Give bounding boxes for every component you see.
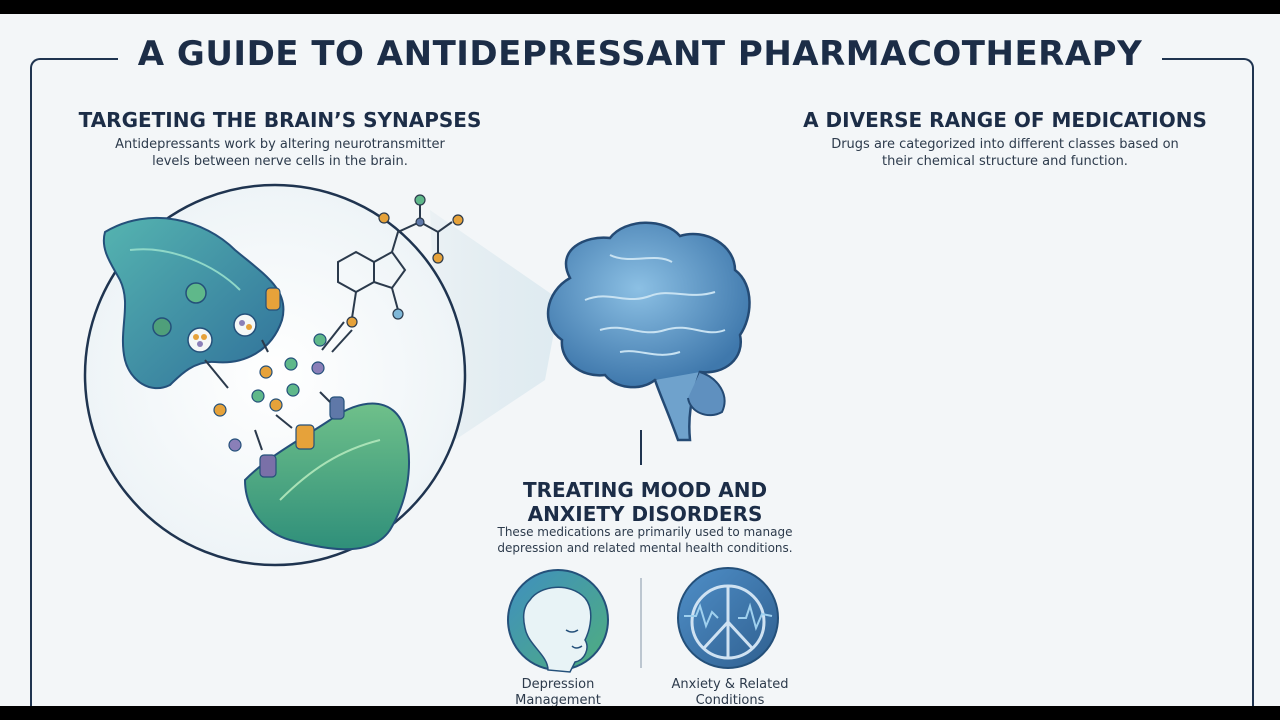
- vesicle: [233, 313, 257, 337]
- vesicle: [152, 317, 172, 337]
- postsynaptic-neuron: [243, 402, 411, 551]
- letterbox-bottom: [0, 706, 1280, 720]
- receptor-protein: [329, 396, 345, 420]
- synapse-heading: TARGETING THE BRAIN’S SYNAPSES: [78, 108, 482, 132]
- synapse-description-line1: Antidepressants work by altering neurotr…: [115, 137, 445, 152]
- use-label-anxiety-line2: Conditions: [695, 693, 765, 708]
- synapse-description-line2: levels between nerve cells in the brain.: [152, 154, 408, 169]
- receptor-protein: [259, 454, 277, 478]
- medications-description-line1: Drugs are categorized into different cla…: [831, 137, 1179, 152]
- use-label-anxiety: Anxiety & Related Conditions: [655, 677, 805, 709]
- treating-heading-line1: TREATING MOOD AND: [522, 478, 768, 502]
- use-label-depression-line2: Management: [515, 693, 601, 708]
- treating-description: These medications are primarily used to …: [470, 524, 820, 556]
- use-label-depression: Depression Management: [498, 677, 618, 709]
- title-container: A GUIDE TO ANTIDEPRESSANT PHARMACOTHERAP…: [0, 34, 1280, 74]
- brain-illustration-icon: [546, 221, 751, 442]
- medications-heading: A DIVERSE RANGE OF MEDICATIONS: [803, 108, 1207, 132]
- treating-heading-line2: ANXIETY DISORDERS: [527, 502, 763, 526]
- page-title: A GUIDE TO ANTIDEPRESSANT PHARMACOTHERAP…: [117, 34, 1163, 74]
- treating-heading: TREATING MOOD AND ANXIETY DISORDERS: [480, 478, 810, 526]
- use-label-depression-line1: Depression: [521, 677, 595, 692]
- treating-description-line2: depression and related mental health con…: [497, 541, 793, 555]
- medications-description-line2: their chemical structure and function.: [882, 154, 1128, 169]
- flow-arrows: [204, 321, 345, 451]
- vesicle: [185, 282, 207, 304]
- use-label-anxiety-line1: Anxiety & Related: [671, 677, 789, 692]
- receptor-protein: [295, 424, 315, 450]
- transporter-protein: [265, 287, 281, 311]
- treating-description-line1: These medications are primarily used to …: [497, 525, 793, 539]
- letterbox-top: [0, 0, 1280, 14]
- neurotransmitter-particles: [213, 333, 327, 452]
- vesicle: [187, 327, 213, 353]
